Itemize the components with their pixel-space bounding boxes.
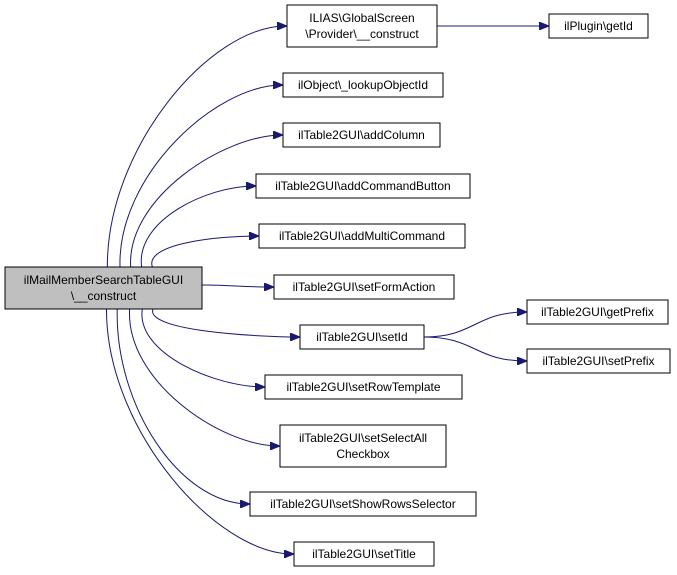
node-label: ilTable2GUI\setId [316,330,407,344]
node-label: ilTable2GUI\setRowTemplate [286,380,440,394]
edge-root-to-set-row-template [141,308,264,387]
edge-root-to-set-title [105,308,293,554]
node-label: ilTable2GUI\setTitle [312,547,416,561]
node-box [282,72,444,98]
node-box [286,4,438,48]
node-label: ilTable2GUI\setFormAction [293,280,436,294]
node-provider-construct[interactable]: ILIAS\GlobalScreen \Provider\__construct [286,4,438,48]
node-box [526,348,671,374]
node-add-multi-command[interactable]: ilTable2GUI\addMultiCommand [258,223,466,249]
node-box [258,223,466,249]
edge-root-to-provider-construct [106,26,286,268]
node-box [264,374,463,400]
node-label: ILIAS\GlobalScreen [309,11,414,25]
node-set-show-rows-selector[interactable]: ilTable2GUI\setShowRowsSelector [249,491,477,517]
edge-set-id-to-get-prefix [423,312,526,338]
node-set-id[interactable]: ilTable2GUI\setId [299,324,425,350]
node-set-form-action[interactable]: ilTable2GUI\setFormAction [273,274,455,300]
node-label: \Provider\__construct [305,27,419,41]
node-get-prefix[interactable]: ilTable2GUI\getPrefix [526,299,669,325]
node-label: ilTable2GUI\addColumn [298,128,425,142]
node-box [4,266,203,310]
node-label: ilObject\_lookupObjectId [298,78,428,92]
node-box [279,424,447,468]
node-label: ilPlugin\getId [564,19,633,33]
edge-root-to-lookup-object-id [119,85,282,268]
node-label: ilTable2GUI\getPrefix [541,305,654,319]
edge-root-to-set-form-action [201,285,273,287]
edge-root-to-add-multi-command [151,236,258,268]
node-plugin-getid[interactable]: ilPlugin\getId [548,13,649,39]
edge-root-to-add-command-button [140,186,255,268]
node-add-column[interactable]: ilTable2GUI\addColumn [282,122,441,148]
node-label: ilTable2GUI\addMultiCommand [279,229,445,243]
edge-root-to-add-column [130,135,282,268]
edge-root-to-set-show-rows-selector [116,308,249,504]
node-label: ilTable2GUI\addCommandButton [275,179,450,193]
node-box [299,324,425,350]
node-box [293,541,435,567]
node-label: \__construct [71,289,137,303]
node-set-title[interactable]: ilTable2GUI\setTitle [293,541,435,567]
node-box [273,274,455,300]
node-set-prefix[interactable]: ilTable2GUI\setPrefix [526,348,671,374]
node-label: ilTable2GUI\setSelectAll [299,431,427,445]
nodes: ilMailMemberSearchTableGUI \__construct IL… [4,4,671,567]
node-box [526,299,669,325]
node-lookup-object-id[interactable]: ilObject\_lookupObjectId [282,72,444,98]
edges [105,26,548,554]
node-root[interactable]: ilMailMemberSearchTableGUI \__construct [4,266,203,310]
node-label: ilTable2GUI\setPrefix [542,354,654,368]
node-add-command-button[interactable]: ilTable2GUI\addCommandButton [255,173,471,199]
node-label: ilTable2GUI\setShowRowsSelector [270,497,455,511]
node-box [548,13,649,39]
edge-root-to-set-id [152,308,299,337]
node-label: ilMailMemberSearchTableGUI [24,273,183,287]
node-box [282,122,441,148]
node-box [249,491,477,517]
node-set-row-template[interactable]: ilTable2GUI\setRowTemplate [264,374,463,400]
node-box [255,173,471,199]
node-label: Checkbox [336,447,389,461]
edge-set-id-to-set-prefix [423,336,526,361]
edge-root-to-set-select-all-checkbox [129,308,279,446]
